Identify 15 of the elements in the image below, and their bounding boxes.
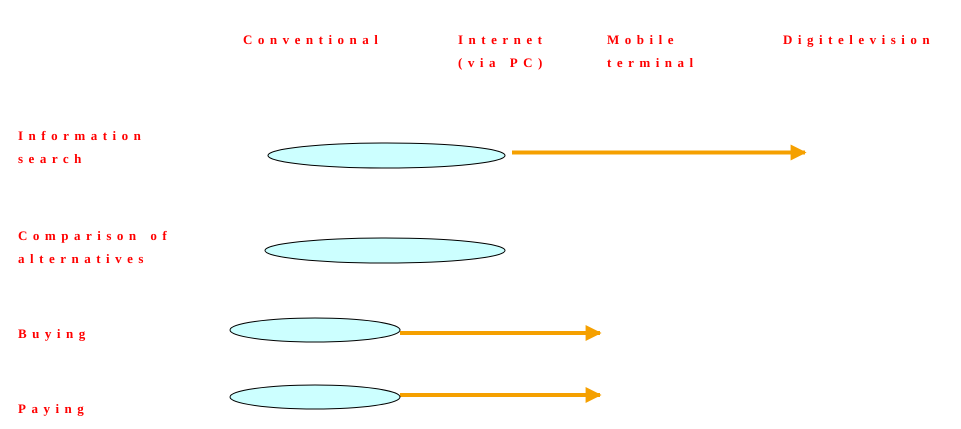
row-label: Comparison of alternatives xyxy=(18,227,174,268)
column-header: Internet (via PC) xyxy=(458,31,549,72)
ellipse-shape xyxy=(265,238,505,263)
row-label: Buying xyxy=(18,325,92,343)
column-header: Conventional xyxy=(243,31,384,49)
row-label: Paying xyxy=(18,400,90,418)
arrow xyxy=(512,144,807,160)
arrow xyxy=(400,387,602,403)
ellipse-shape xyxy=(230,318,400,342)
column-header: Digitelevision xyxy=(783,31,936,49)
row-label: Information search xyxy=(18,127,148,168)
arrow xyxy=(400,325,602,341)
ellipse-shape xyxy=(268,143,505,168)
column-header: Mobile terminal xyxy=(607,31,700,72)
ellipse-shape xyxy=(230,385,400,409)
